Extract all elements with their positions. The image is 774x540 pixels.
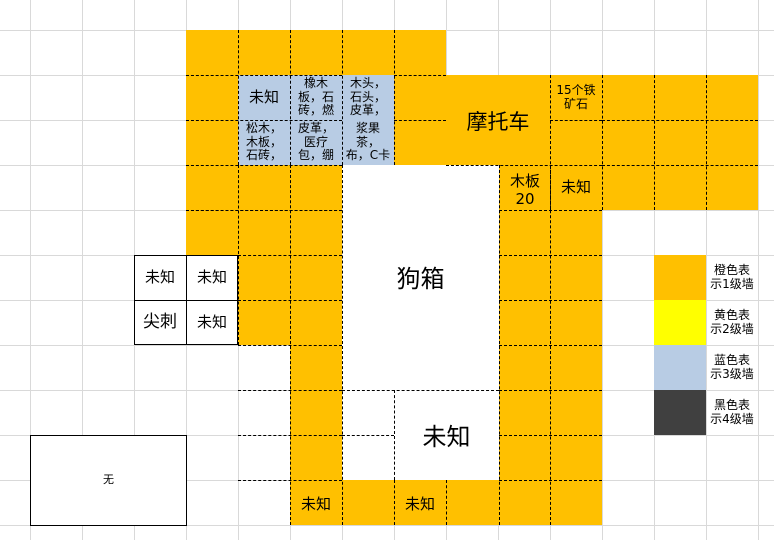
v-dash-right-2 [654, 75, 655, 210]
orange-block-10 [550, 210, 602, 525]
label-motorcycle: 摩托车 [466, 110, 530, 135]
legend-swatch-black [654, 390, 706, 435]
label-unknown-right: 未知 [560, 177, 591, 196]
label-unknown-bottom-2: 未知 [404, 495, 435, 514]
h-dash-right-4 [446, 165, 602, 166]
h-dash-r-4 [499, 390, 602, 391]
legend-swatch-blue [654, 345, 706, 390]
v-dash-top-0 [238, 30, 239, 165]
h-dash-col-4 [238, 435, 342, 436]
label-left-spike: 尖刺 [143, 311, 177, 332]
label-unknown-bottom-1: 未知 [300, 495, 331, 514]
label-left-unknown-b: 未知 [196, 267, 227, 286]
orange-block-3 [654, 75, 706, 210]
h-dash-col-1 [238, 300, 342, 301]
legend-label-black: 黑色表 示4级墙 [710, 397, 754, 426]
h-dash-r-2 [499, 300, 602, 301]
v-dash-top-2 [342, 30, 343, 165]
legend-swatch-orange [654, 255, 706, 300]
orange-block-5 [550, 165, 602, 210]
legend-label-yellow: 黄色表 示2级墙 [710, 307, 754, 336]
left-box-divider-h [134, 300, 238, 301]
label-left-unknown-c: 未知 [196, 312, 227, 331]
h-dash-col-3 [238, 390, 342, 391]
room-divider-horizontal [342, 390, 499, 391]
legend-swatch-yellow [654, 300, 706, 345]
v-dash-right-3 [706, 75, 707, 210]
v-dash-bottom-1 [446, 480, 447, 525]
v-dash-right-0 [550, 75, 551, 210]
h-dash-r-0 [499, 210, 602, 211]
h-dash-top-x1 [394, 75, 446, 76]
label-unknown-1: 未知 [248, 87, 279, 106]
v-dash-col-3 [342, 165, 343, 525]
h-dash-top-0 [186, 75, 342, 76]
label-pine-wood: 松木， 木板， 石砖， [245, 120, 282, 163]
h-dash-col-0 [238, 255, 342, 256]
h-dash-r-1 [499, 255, 602, 256]
orange-block-2 [602, 75, 654, 210]
h-dash-r-6 [499, 480, 602, 481]
label-left-unknown-a: 未知 [144, 267, 175, 286]
room-divider-horizontal-2 [342, 435, 394, 436]
h-dash-top-x2 [394, 120, 446, 121]
h-dash-right-1 [602, 120, 758, 121]
legend-label-blue: 蓝色表 示3级墙 [710, 352, 754, 381]
h-dash-r-3 [499, 345, 602, 346]
h-dash-right-2 [602, 165, 758, 166]
h-dash-r-5 [499, 435, 602, 436]
label-none: 无 [103, 473, 114, 487]
label-wood-stone: 木头， 石头， 皮革， [349, 75, 386, 118]
dog-crate-area [342, 165, 499, 390]
label-unknown-big: 未知 [422, 422, 471, 451]
v-dash-right-1 [602, 75, 603, 210]
label-plank-20: 木板 20 [509, 172, 540, 208]
v-dash-top-3 [394, 30, 395, 165]
legend-label-orange: 橙色表 示1级墙 [710, 262, 754, 291]
h-dash-top-2 [186, 165, 342, 166]
v-dash-bottom-0 [394, 480, 395, 525]
h-dash-top-1 [186, 120, 342, 121]
label-dog-crate: 狗箱 [396, 265, 445, 294]
label-berry-tea: 浆果 茶， 布，C卡 [345, 120, 391, 163]
h-dash-col-2 [238, 345, 342, 346]
none-box [30, 435, 187, 526]
h-dash-left-0 [186, 210, 342, 211]
room-divider-vertical [394, 390, 395, 480]
orange-block-4 [706, 75, 758, 210]
v-dash-top-1 [290, 30, 291, 165]
h-dash-col-5 [238, 480, 342, 481]
label-iron-ore: 15个铁 矿石 [556, 82, 596, 111]
label-leather-medkit: 皮革， 医疗 包，绷 [297, 120, 334, 163]
label-oak-plank: 橡木 板，石 砖，燃 [297, 75, 334, 118]
h-dash-right-3 [550, 120, 602, 121]
